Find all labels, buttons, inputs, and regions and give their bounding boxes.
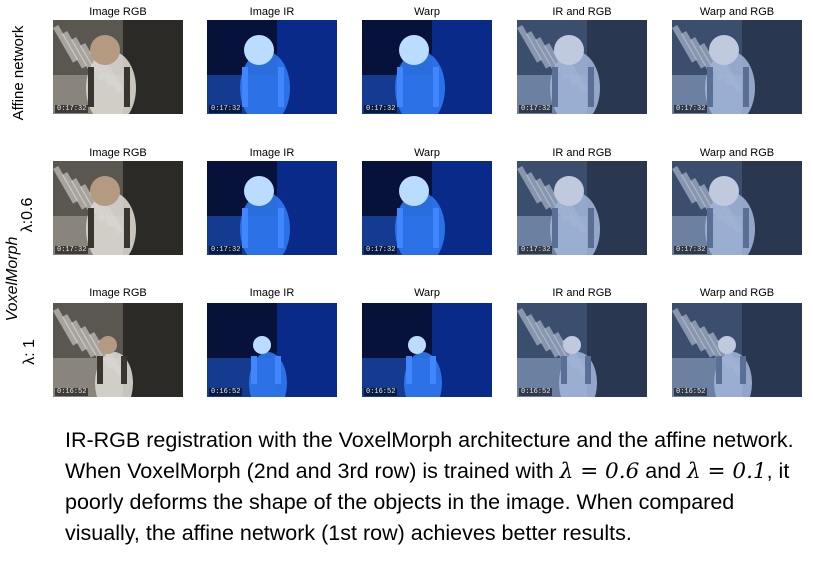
timestamp-overlay: 0:16:52 <box>674 388 708 396</box>
caption-text-3: , it poorly deforms the shape of the obj… <box>65 459 790 545</box>
timestamp-overlay: 0:17:32 <box>209 105 243 113</box>
panel-image: 0:17:32 <box>517 20 647 114</box>
timestamp-overlay: 0:17:32 <box>519 105 553 113</box>
timestamp-overlay: 0:16:52 <box>55 388 89 396</box>
panel-title: Image RGB <box>89 6 147 18</box>
caption-lambda-1: λ = 0.6 <box>559 459 640 484</box>
panel-image: 0:17:32 <box>672 20 802 114</box>
row-label-lambda-0-6: λ:0.6 <box>19 197 36 233</box>
panel-title: Image RGB <box>89 147 147 159</box>
panel-image: 0:16:52 <box>53 303 183 397</box>
timestamp-overlay: 0:17:32 <box>55 105 89 113</box>
panel-image: 0:16:52 <box>517 303 647 397</box>
panel-image: 0:17:32 <box>53 20 183 114</box>
timestamp-overlay: 0:17:32 <box>519 246 553 254</box>
panel-image: 0:17:32 <box>207 161 337 255</box>
panel-title: Warp and RGB <box>699 287 775 299</box>
panel-image: 0:17:32 <box>207 20 337 114</box>
voxelmorph-group-label: VoxelMorph <box>4 236 21 322</box>
caption-lambda-2: λ = 0.1 <box>687 459 767 484</box>
panel-title: Warp and RGB <box>699 147 775 159</box>
panel-title: Warp <box>414 147 440 159</box>
panel-title: Image RGB <box>89 287 147 299</box>
panel-title: IR and RGB <box>552 6 612 18</box>
panel-image: 0:17:32 <box>517 161 647 255</box>
timestamp-overlay: 0:16:52 <box>364 388 398 396</box>
panel-title: Warp <box>414 6 440 18</box>
timestamp-overlay: 0:17:32 <box>674 105 708 113</box>
panel-title: Image IR <box>249 6 295 18</box>
timestamp-overlay: 0:17:32 <box>364 105 398 113</box>
panel-image: 0:17:32 <box>362 161 492 255</box>
caption-text-2: and <box>639 459 688 483</box>
figure-caption: IR-RGB registration with the VoxelMorph … <box>65 425 805 549</box>
panel-image: 0:17:32 <box>362 20 492 114</box>
panel-title: IR and RGB <box>552 147 612 159</box>
caption-text-1: IR-RGB registration with the VoxelMorph … <box>65 428 794 483</box>
panel-image: 0:17:32 <box>53 161 183 255</box>
panel-title: Warp and RGB <box>699 6 775 18</box>
panel-title: Image IR <box>249 287 295 299</box>
row-label-lambda-1: λ: 1 <box>21 339 38 365</box>
timestamp-overlay: 0:16:52 <box>519 388 553 396</box>
panel-image: 0:16:52 <box>207 303 337 397</box>
panel-image: 0:17:32 <box>672 161 802 255</box>
panel-title: Warp <box>414 287 440 299</box>
panel-title: IR and RGB <box>552 287 612 299</box>
timestamp-overlay: 0:17:32 <box>55 246 89 254</box>
timestamp-overlay: 0:17:32 <box>674 246 708 254</box>
timestamp-overlay: 0:16:52 <box>209 388 243 396</box>
timestamp-overlay: 0:17:32 <box>209 246 243 254</box>
panel-image: 0:16:52 <box>362 303 492 397</box>
row-label-affine-network: Affine network <box>10 25 27 121</box>
panel-title: Image IR <box>249 147 295 159</box>
timestamp-overlay: 0:17:32 <box>364 246 398 254</box>
panel-image: 0:16:52 <box>672 303 802 397</box>
